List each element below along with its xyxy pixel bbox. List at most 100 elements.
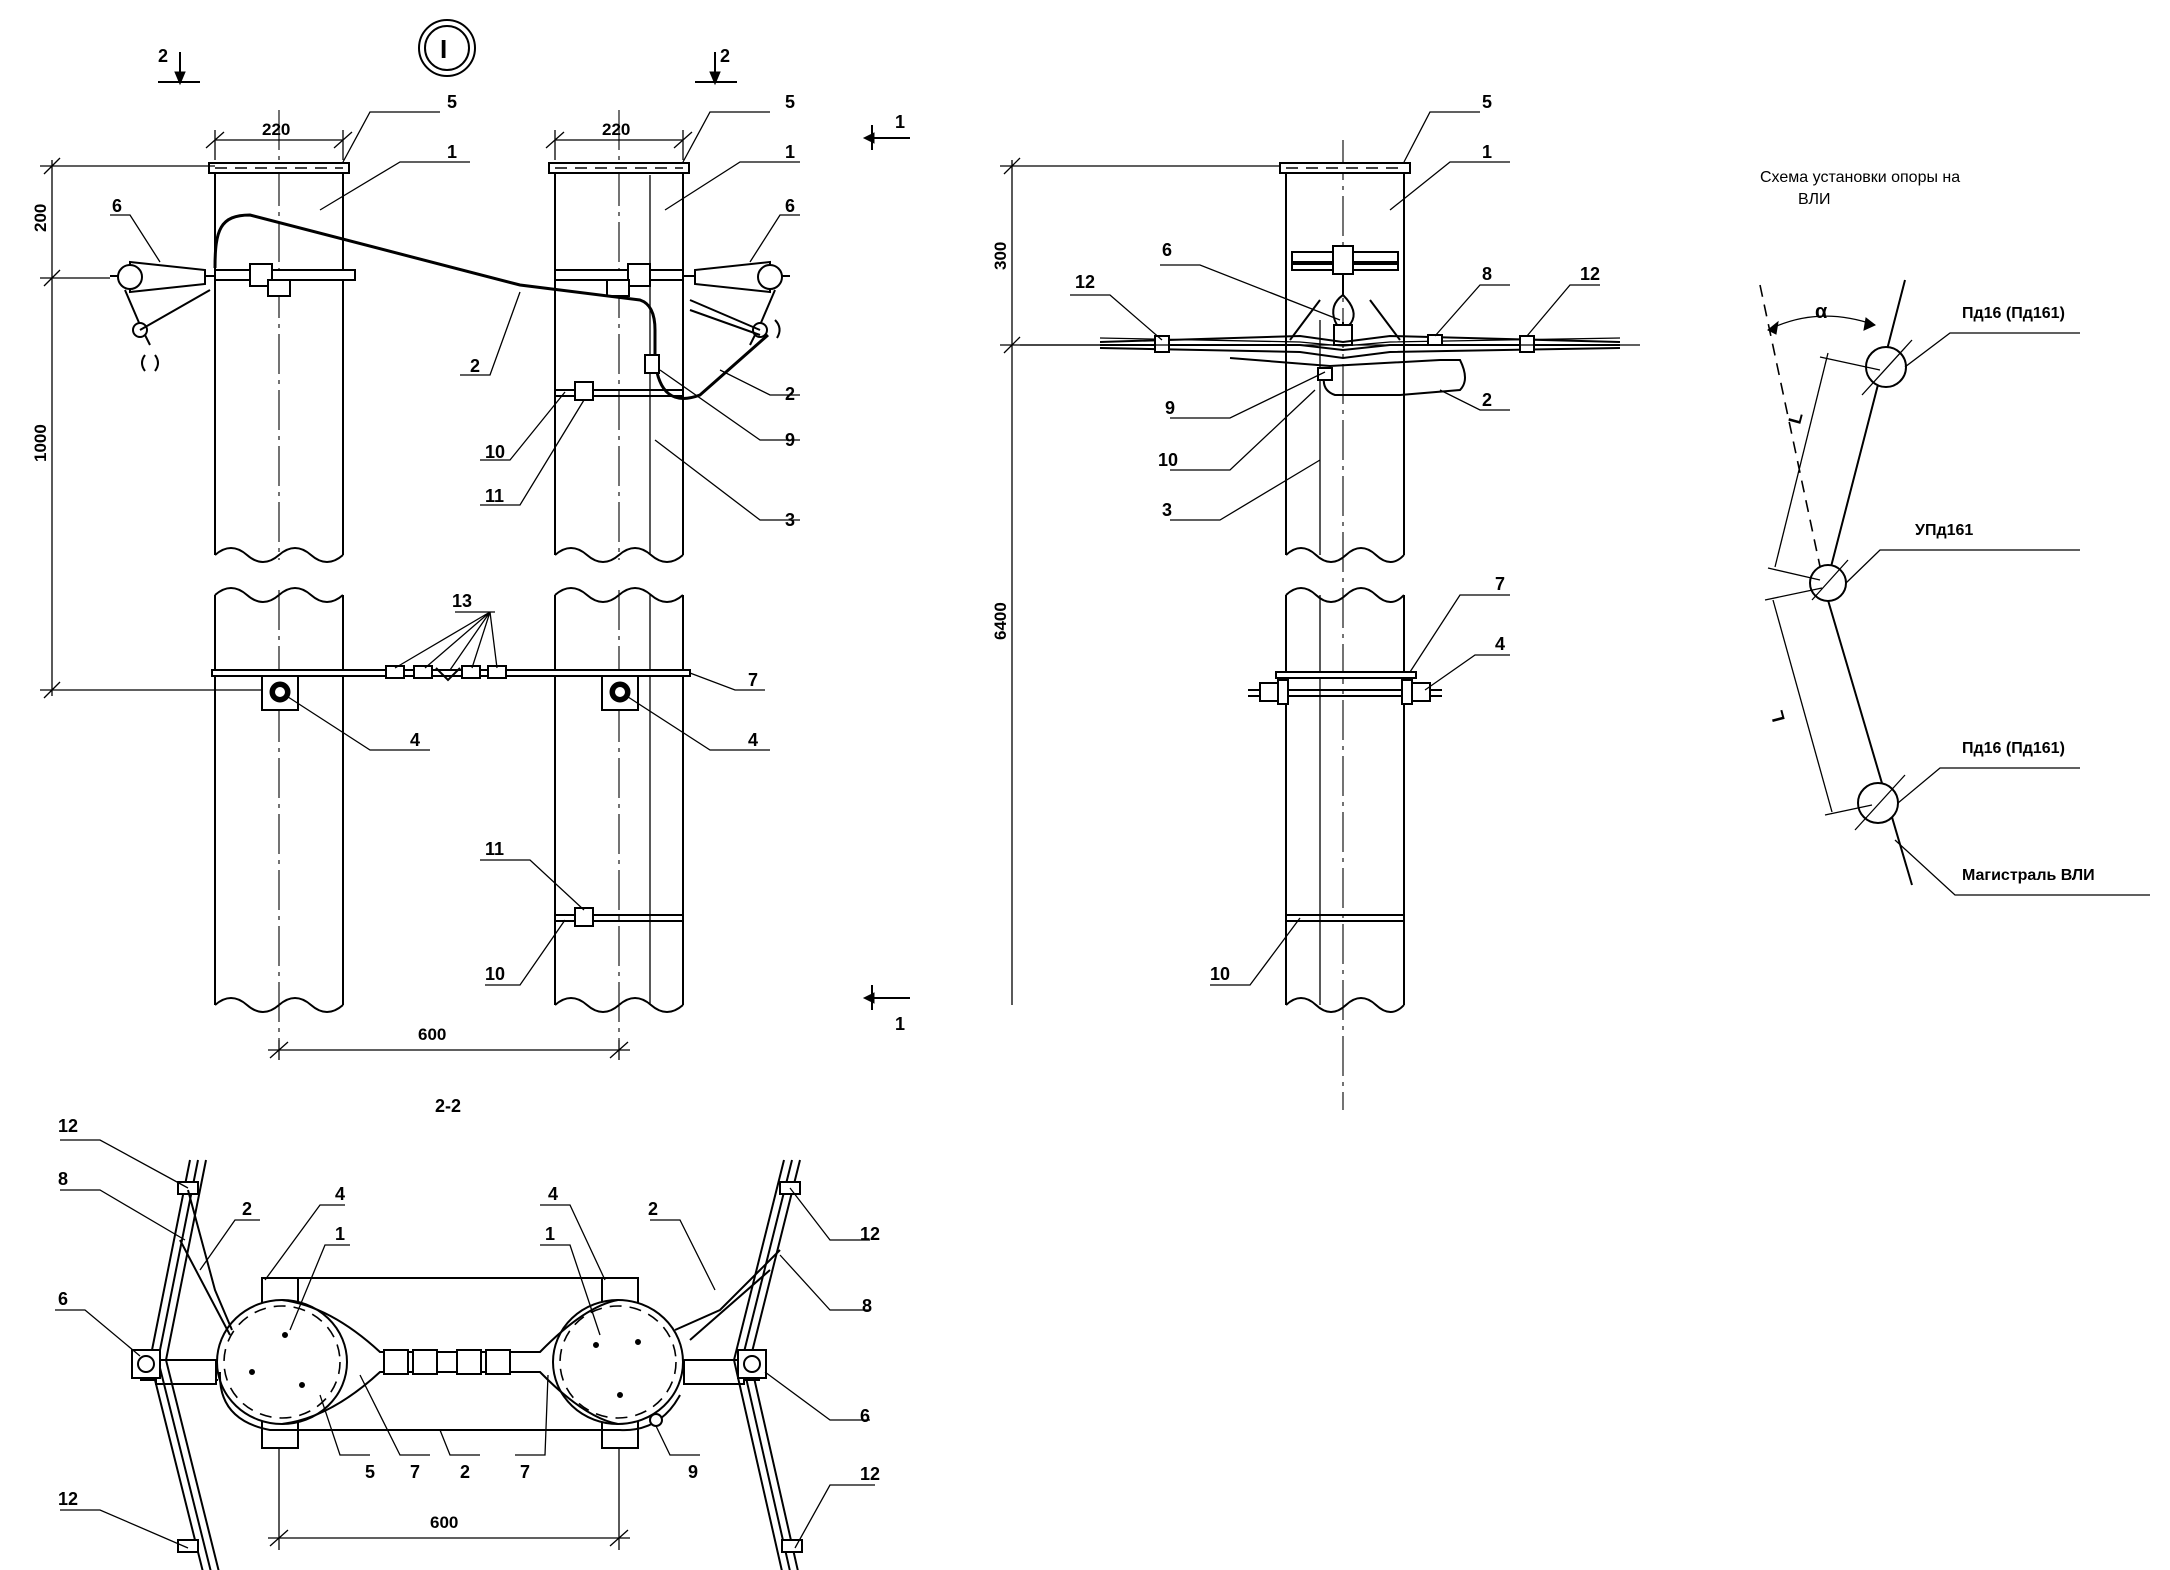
dimension-600-plan: 600	[268, 1448, 630, 1550]
plan-part-5: 5	[365, 1462, 375, 1482]
plan-part-8-right: 8	[862, 1296, 872, 1316]
part-11-lower: 11	[485, 839, 504, 859]
part-1-right: 1	[785, 142, 795, 162]
part-7-front: 7	[748, 670, 758, 690]
plan-part-12-bottom-left: 12	[58, 1489, 78, 1509]
side-part-10-lower: 10	[1210, 964, 1230, 984]
leaders-section-2-2: 12 8 2 6 12 4 1 5 7 2 7 9 4 1	[55, 1116, 880, 1549]
leaders-view-I: 5 5 1 1 6 6 2 2 9 3 10 11 13	[110, 92, 800, 986]
side-part-3: 3	[1162, 500, 1172, 520]
part-6-right: 6	[785, 196, 795, 216]
part-6-left: 6	[112, 196, 122, 216]
part-13: 13	[452, 591, 472, 611]
plan-part-4-left: 4	[335, 1184, 345, 1204]
section-2-2-title: 2-2	[435, 1096, 461, 1116]
right-anchor-clamp	[683, 260, 790, 346]
section-mark-1-top: 1	[895, 112, 905, 132]
left-pole-upper	[208, 110, 350, 563]
dim-300: 300	[991, 242, 1010, 270]
side-part-1: 1	[1482, 142, 1492, 162]
plan-part-6-right: 6	[860, 1406, 870, 1426]
side-part-2: 2	[1482, 390, 1492, 410]
dimensions-view-I: 220 220 200 1000 600	[31, 120, 693, 1060]
dim-1000: 1000	[31, 424, 50, 462]
plan-part-1-right: 1	[545, 1224, 555, 1244]
scheme-pd16-top: Пд16 (Пд161)	[1962, 305, 2065, 322]
section-arrow-1-top: 1	[862, 112, 910, 150]
plan-part-2-left: 2	[242, 1199, 252, 1219]
scheme-main-line: Магистраль ВЛИ	[1962, 867, 2095, 884]
section-mark-2-left: 2	[158, 46, 168, 66]
side-conductors	[1020, 334, 1640, 396]
scheme-l-upper: L	[1785, 410, 1807, 426]
side-part-9: 9	[1165, 398, 1175, 418]
section-mark-1-bottom: 1	[895, 1014, 905, 1034]
scheme-title-line1: Схема установки опоры на	[1760, 169, 1960, 186]
part-4-right: 4	[748, 730, 758, 750]
side-part-4: 4	[1495, 634, 1505, 654]
plan-part-12-top-left: 12	[58, 1116, 78, 1136]
plan-part-2-bottom: 2	[460, 1462, 470, 1482]
dim-600-plan: 600	[430, 1513, 458, 1532]
scheme-upd161: УПд161	[1915, 522, 1973, 539]
left-pole-lower	[214, 587, 344, 1040]
view-marker-label: I	[440, 34, 447, 64]
part-5-right: 5	[785, 92, 795, 112]
dimensions-side-view: 300 6400	[991, 157, 1280, 1005]
part-2-mid: 2	[470, 356, 480, 376]
plan-part-6-left: 6	[58, 1289, 68, 1309]
section-arrow-2-right: 2	[695, 46, 737, 86]
side-part-12-right: 12	[1580, 264, 1600, 284]
section-arrow-1-bottom: 1	[862, 985, 910, 1034]
side-part-12-left: 12	[1075, 272, 1095, 292]
dim-600-front: 600	[418, 1025, 446, 1044]
plan-jumper	[218, 1371, 681, 1432]
part-9-front: 9	[785, 430, 795, 450]
right-pole-upper	[548, 110, 690, 563]
plan-part-7-right: 7	[520, 1462, 530, 1482]
part-10-lower: 10	[485, 964, 505, 984]
plan-part-8-left: 8	[58, 1169, 68, 1189]
side-part-5: 5	[1482, 92, 1492, 112]
part-1-left: 1	[447, 142, 457, 162]
upper-band-clamps	[214, 263, 684, 297]
scheme-l-lower: L	[1767, 708, 1789, 724]
plan-part-9: 9	[688, 1462, 698, 1482]
plan-part-2-right: 2	[648, 1199, 658, 1219]
section-mark-2-right: 2	[720, 46, 730, 66]
part-3-front: 3	[785, 510, 795, 530]
dim-220-right: 220	[602, 120, 630, 139]
dim-220-left: 220	[262, 120, 290, 139]
side-view-1-1: 300 6400 5 1 6 12 8 12 9 10 3 2 7	[991, 92, 1640, 1110]
left-anchor-clamp	[110, 260, 215, 372]
plan-part-1-left: 1	[335, 1224, 345, 1244]
scheme-title-line2: ВЛИ	[1798, 191, 1831, 208]
plan-tie-band	[281, 1299, 619, 1425]
front-view-I: I 2 2 1 1	[31, 19, 910, 1060]
plan-part-12-top-right: 12	[860, 1224, 880, 1244]
side-tie-band	[1248, 671, 1442, 922]
plan-poles	[216, 1299, 684, 1425]
section-arrow-2-left: 2	[158, 46, 200, 86]
part-10-upper: 10	[485, 442, 505, 462]
lower-band-right	[555, 907, 683, 927]
dim-6400: 6400	[991, 602, 1010, 640]
scheme-pd16-bottom: Пд16 (Пд161)	[1962, 740, 2065, 757]
installation-scheme: Схема установки опоры на ВЛИ α L L Пд16 …	[1759, 169, 2150, 896]
plan-part-4-right: 4	[548, 1184, 558, 1204]
part-5-left: 5	[447, 92, 457, 112]
dim-200: 200	[31, 204, 50, 232]
side-part-10-upper: 10	[1158, 450, 1178, 470]
plan-part-7-left: 7	[410, 1462, 420, 1482]
view-marker: I	[418, 19, 476, 77]
leaders-side-view: 5 1 6 12 8 12 9 10 3 2 7 4 10	[1070, 92, 1600, 986]
right-pole-lower	[554, 587, 684, 1040]
part-4-left: 4	[410, 730, 420, 750]
tie-band	[211, 665, 691, 711]
section-2-2: 2-2	[55, 1096, 880, 1570]
plan-part-12-bottom-right: 12	[860, 1464, 880, 1484]
part-11-upper: 11	[485, 486, 504, 506]
plan-left-conductor	[131, 1159, 233, 1570]
side-part-8: 8	[1482, 264, 1492, 284]
